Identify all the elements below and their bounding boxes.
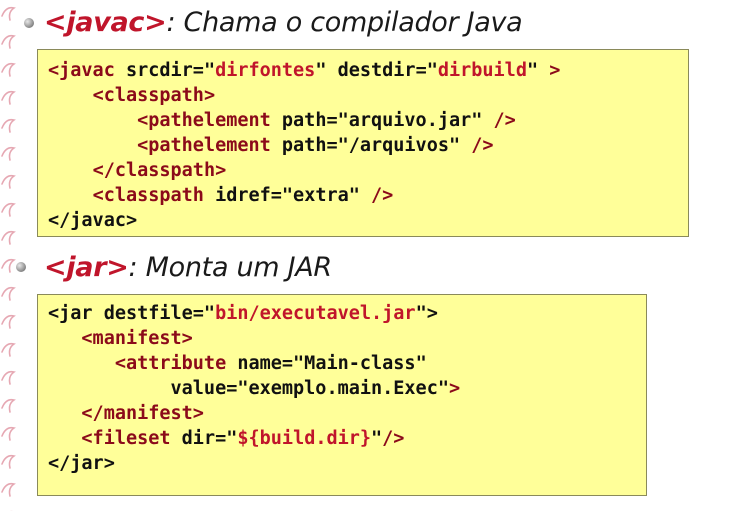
code-tag-token: />: [382, 428, 405, 449]
code-line: </jar>: [48, 451, 460, 476]
code-text-token: value="exemplo.main.Exec": [48, 378, 449, 399]
code-block-javac: <javac srcdir="dirfontes" destdir="dirbu…: [37, 49, 689, 237]
code-line: <attribute name="Main-class": [48, 351, 460, 376]
code-text-token: [48, 185, 93, 206]
code-value-token: bin/executavel.jar: [215, 303, 416, 324]
pink-flourish-icon: [1, 202, 16, 217]
pink-flourish-icon: [1, 482, 16, 497]
bullet-icon: [24, 18, 34, 28]
heading-tag: <jar>: [44, 252, 129, 283]
pink-flourish-icon: [1, 398, 16, 413]
pink-flourish-icon: [1, 342, 16, 357]
code-line: <fileset dir="${build.dir}"/>: [48, 426, 460, 451]
code-text-token: dir=": [181, 428, 238, 449]
code-text-token: ">: [415, 303, 438, 324]
pink-flourish-icon: [1, 258, 16, 273]
code-line: <pathelement path="/arquivos" />: [48, 133, 560, 158]
heading-tag: <javac>: [44, 7, 167, 38]
code-line: <javac srcdir="dirfontes" destdir="dirbu…: [48, 58, 560, 83]
code-tag-token: />: [493, 110, 516, 131]
code-text-token: ": [203, 60, 216, 81]
code-line: <pathelement path="arquivo.jar" />: [48, 108, 560, 133]
code-value-token: dirfontes: [215, 60, 316, 81]
code-line: value="exemplo.main.Exec">: [48, 376, 461, 401]
code-text-token: ": [526, 60, 550, 81]
code-text-token: destdir=: [337, 60, 427, 81]
bullet-icon: [16, 262, 26, 272]
code-tag-token: <javac: [48, 60, 126, 81]
code-tag-token: <pathelement: [137, 135, 282, 156]
pink-flourish-icon: [1, 90, 16, 105]
pink-flourish-icon: [1, 286, 16, 301]
code-text-token: path="arquivo.jar": [281, 110, 494, 131]
pink-flourish-icon: [1, 62, 16, 77]
code-tag-token: />: [471, 135, 494, 156]
pink-flourish-icon: [1, 146, 16, 161]
pink-flourish-icon: [1, 6, 16, 21]
code-text-token: [48, 110, 137, 131]
code-line: </javac>: [48, 208, 560, 233]
code-value-token: ${build.dir}: [237, 428, 372, 449]
pink-flourish-icon: [1, 34, 16, 49]
code-tag-token: </classpath>: [92, 160, 227, 181]
code-text-token: ": [426, 60, 438, 81]
code-text-token: [48, 353, 115, 374]
code-text-token: idref="extra": [215, 185, 372, 206]
section-heading-jar: <jar>: Monta um JAR: [44, 252, 332, 283]
code-text-token: </javac>: [48, 210, 138, 231]
pink-flourish-icon: [1, 370, 16, 385]
code-line: <classpath idref="extra" />: [48, 183, 560, 208]
code-text-token: <jar destfile=": [48, 303, 216, 324]
code-tag-token: <attribute: [114, 353, 238, 374]
code-tag-token: >: [448, 378, 461, 399]
code-line: <classpath>: [48, 83, 560, 108]
code-tag-token: >: [549, 60, 561, 81]
code-text-token: ": [371, 428, 383, 449]
code-listing: <javac srcdir="dirfontes" destdir="dirbu…: [48, 58, 560, 233]
pink-flourish-icon: [1, 426, 16, 441]
code-text-token: </jar>: [48, 453, 115, 474]
pink-flourish-icon: [1, 230, 16, 245]
code-text-token: path="/arquivos": [281, 135, 472, 156]
code-line: </classpath>: [48, 158, 560, 183]
code-tag-token: <classpath>: [92, 85, 216, 106]
code-tag-token: </manifest>: [81, 403, 204, 424]
code-block-jar: <jar destfile="bin/executavel.jar"> <man…: [37, 294, 647, 496]
pink-flourish-icon: [1, 174, 16, 189]
code-listing: <jar destfile="bin/executavel.jar"> <man…: [48, 301, 460, 476]
code-text-token: [48, 135, 137, 156]
code-text-token: [48, 328, 81, 349]
code-line: </manifest>: [48, 401, 460, 426]
heading-description: : Chama o compilador Java: [166, 7, 523, 38]
code-text-token: srcdir=: [125, 60, 204, 81]
section-heading-javac: <javac>: Chama o compilador Java: [44, 7, 523, 38]
code-line: <manifest>: [48, 326, 460, 351]
code-line: <jar destfile="bin/executavel.jar">: [48, 301, 460, 326]
code-value-token: dirbuild: [437, 60, 527, 81]
code-tag-token: />: [371, 185, 394, 206]
code-tag-token: <classpath: [92, 185, 216, 206]
code-text-token: [48, 160, 93, 181]
margin-decoration: [1, 6, 16, 511]
code-tag-token: <fileset: [81, 428, 182, 449]
code-tag-token: <manifest>: [81, 328, 193, 349]
code-text-token: name="Main-class": [237, 353, 427, 374]
pink-flourish-icon: [1, 118, 16, 133]
code-text-token: [48, 403, 81, 424]
heading-description: : Monta um JAR: [128, 252, 333, 283]
pink-flourish-icon: [1, 314, 16, 329]
code-text-token: ": [315, 60, 338, 81]
code-text-token: [48, 428, 81, 449]
pink-flourish-icon: [1, 454, 16, 469]
code-tag-token: <pathelement: [137, 110, 282, 131]
code-text-token: [48, 85, 93, 106]
